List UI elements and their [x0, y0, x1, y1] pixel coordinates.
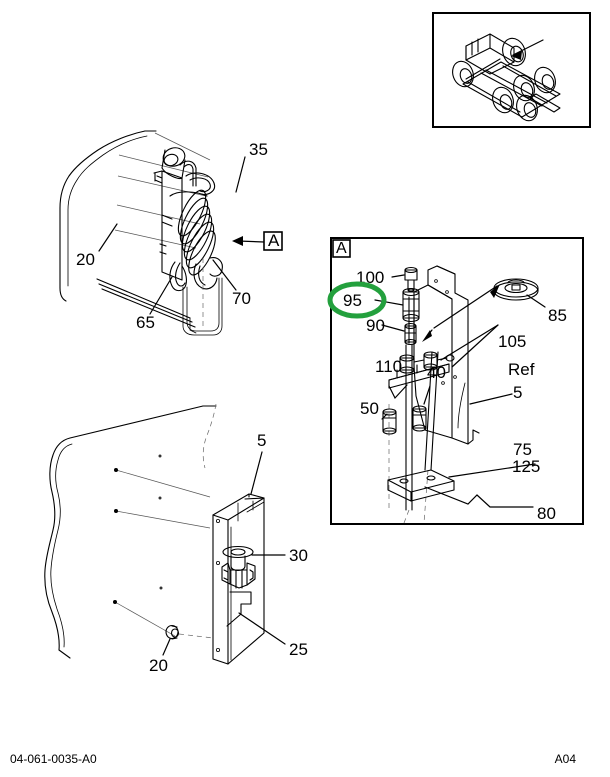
part-40-bushing [412, 405, 427, 432]
detail-label-80: 80 [537, 504, 556, 523]
part-100-fitting [404, 266, 418, 293]
callout-label-70: 70 [232, 289, 251, 308]
part-85-pointer-arrow [422, 284, 500, 342]
part-105-clamp [388, 351, 455, 389]
detail-label-90: 90 [366, 316, 385, 335]
detail-label-5: 5 [513, 383, 522, 402]
detail-leaders [374, 274, 546, 508]
lower-left-assembly [44, 403, 265, 665]
part-125-base-plate [387, 469, 455, 502]
upper-left-assembly [59, 130, 223, 336]
footer-left-text: 04-061-0035-A0 [10, 752, 97, 766]
callout-label-35: 35 [249, 140, 268, 159]
detail-panel-tag: A [332, 239, 351, 258]
leader-5-lower [250, 451, 263, 495]
leader-35 [235, 156, 246, 193]
detail-label-85: 85 [548, 306, 567, 325]
callout-label-30: 30 [289, 546, 308, 565]
part-85-cover [493, 278, 539, 301]
chassis-overview-inset [432, 12, 591, 128]
detail-ref-a-label: A [268, 231, 280, 250]
detail-label-95: 95 [343, 291, 362, 310]
detail-label-110: 110 [375, 357, 402, 376]
footer-right-text: A04 [555, 752, 577, 766]
leader-70 [212, 259, 237, 291]
callout-label-65: 65 [136, 313, 155, 332]
detail-ref-a-callout[interactable]: A [232, 231, 283, 251]
part-95-valve [402, 287, 420, 323]
detail-label-75: 75 [513, 440, 532, 459]
detail-view-a: A [330, 237, 584, 525]
lower-assembly-callouts: 5 30 25 20 [149, 431, 308, 675]
leader-20-lower [162, 638, 171, 656]
inset-pointer-arrow [511, 39, 544, 60]
leader-25 [238, 612, 286, 645]
part-90-coupler [404, 322, 417, 346]
detail-label-40: 40 [427, 363, 446, 382]
leader-20 [98, 223, 118, 252]
detail-label-50: 50 [360, 399, 379, 418]
detail-label-105: 105 [498, 332, 526, 351]
callout-label-5-lower: 5 [257, 431, 266, 450]
detail-label-ref: Ref [508, 360, 535, 379]
upper-assembly-callouts: 35 20 65 70 A [76, 140, 283, 332]
callout-label-20: 20 [76, 250, 95, 269]
leader-65 [149, 276, 173, 315]
detail-label-125: 125 [512, 457, 540, 476]
callout-label-25: 25 [289, 640, 308, 659]
part-50-bushing [382, 408, 397, 435]
highlight-annotation-95 [327, 281, 387, 319]
detail-panel-tag-label: A [336, 240, 347, 257]
callout-label-20-lower: 20 [149, 656, 168, 675]
